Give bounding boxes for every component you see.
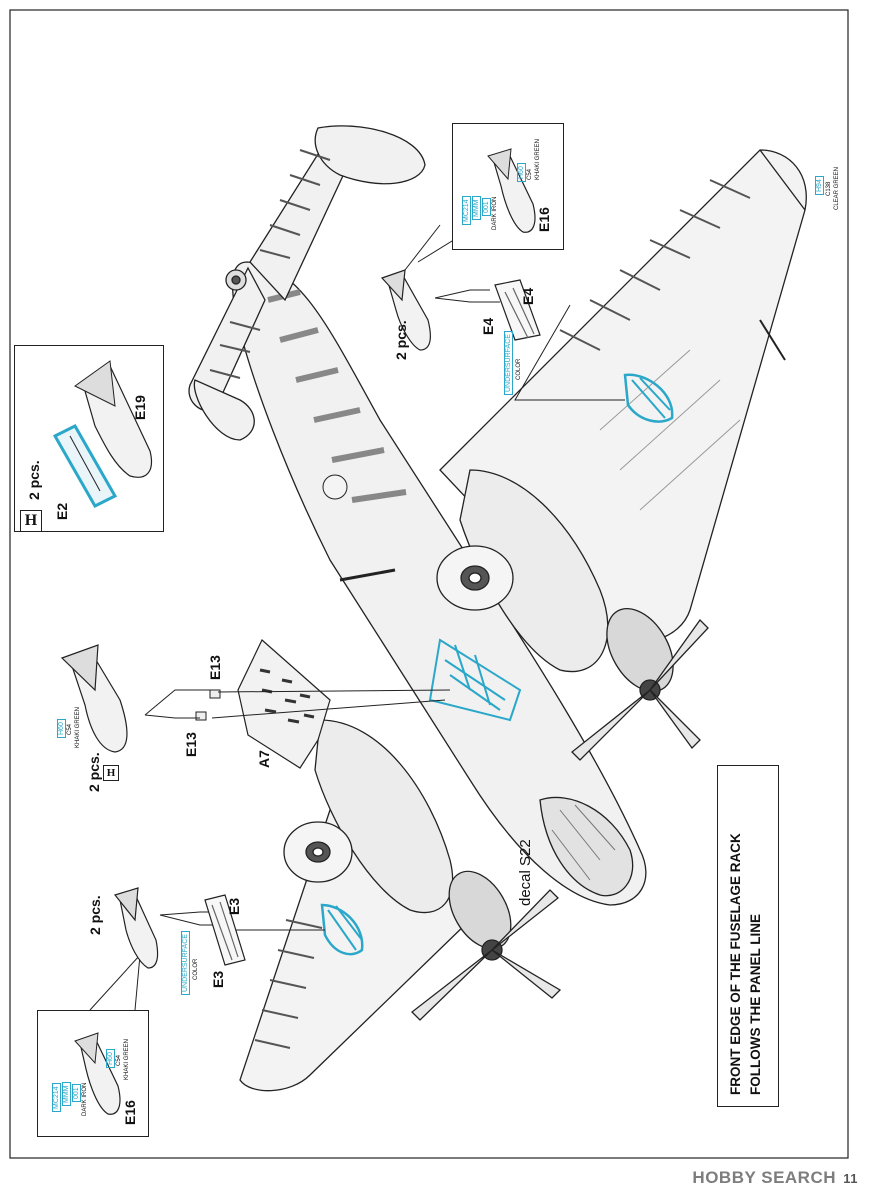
- label-pcs-low: 2 pcs.: [87, 895, 103, 935]
- label-a7: A7: [256, 750, 272, 768]
- label-e13-top: E13: [207, 655, 223, 680]
- fuselage-rack-highlight: [428, 638, 522, 722]
- code-mid-c2: C54: [67, 723, 73, 735]
- code-top-c1: H60: [517, 163, 526, 182]
- part-e13-bottom: [195, 711, 207, 721]
- label-part-e2: E2: [54, 502, 70, 520]
- code-top-d2: MMM: [472, 196, 481, 220]
- rack-low: [204, 894, 246, 966]
- detail-box-e16-top: [452, 123, 564, 250]
- label-decal-s22: decal S22: [517, 839, 534, 906]
- code-low-d1: MC214: [52, 1083, 61, 1112]
- undersurface-top-2: COLOR: [516, 358, 522, 380]
- aerial-mast: [339, 568, 396, 582]
- code-low-c3: KHAKI GREEN: [124, 1038, 130, 1080]
- undersurface-low: UNDERSURFACE: [181, 931, 190, 995]
- watermark: HOBBY SEARCH 11: [692, 1168, 858, 1188]
- note-line-1: FRONT EDGE OF THE FUSELAGE RACK: [728, 833, 743, 1095]
- dinghy-ring: [322, 474, 348, 500]
- code-top-d4: DARK IRON: [492, 196, 498, 230]
- bomb-detail-drawing: [52, 360, 152, 508]
- label-pcs-h: 2 pcs.: [26, 460, 42, 500]
- undersurface-top: UNDERSURFACE: [504, 331, 513, 395]
- label-pcs-mid: 2 pcs.: [86, 752, 102, 792]
- code-corner-c2: C138: [826, 181, 832, 196]
- page-number: 11: [843, 1171, 858, 1186]
- code-top-c3: KHAKI GREEN: [535, 138, 541, 180]
- note-box: [717, 765, 779, 1107]
- code-mid-c1: H60: [57, 719, 66, 738]
- bomb-e16-low-drawing: [74, 1032, 121, 1115]
- bomb-low: [113, 887, 159, 969]
- code-low-d3: 001: [72, 1084, 81, 1102]
- label-e3-b: E3: [210, 970, 226, 988]
- bomb-e16-drawing: [487, 148, 536, 233]
- code-low-d4: DARK IRON: [82, 1082, 88, 1116]
- mid-h-symbol: H: [103, 765, 119, 781]
- main-wheel-left: [283, 821, 353, 883]
- part-a7-plate: [237, 639, 331, 769]
- label-e16-top: E16: [536, 207, 552, 232]
- main-wheel-right: [436, 545, 514, 611]
- label-part-e19: E19: [132, 395, 148, 420]
- leader-lines: [60, 224, 625, 1011]
- note-line-2: FOLLOWS THE PANEL LINE: [748, 914, 763, 1095]
- detail-box-h: [14, 345, 164, 532]
- bomb-top: [380, 269, 431, 351]
- bomb-mid: [60, 644, 128, 753]
- label-e3-a: E3: [226, 897, 242, 915]
- watermark-text: HOBBY SEARCH: [692, 1168, 837, 1187]
- pitot-tube: [759, 319, 786, 361]
- label-e13-bottom: E13: [183, 732, 199, 757]
- code-corner-c3: CLEAR GREEN: [834, 166, 840, 210]
- tailplane: [188, 125, 426, 441]
- code-top-d3: 001: [482, 198, 491, 216]
- rack-top: [494, 279, 541, 341]
- page-frame: [9, 9, 849, 1159]
- label-pcs-top: 2 pcs.: [393, 320, 409, 360]
- code-top-c2: C54: [527, 168, 533, 180]
- code-low-d2: MMM: [62, 1082, 71, 1106]
- undersurface-low-2: COLOR: [193, 958, 199, 980]
- label-e4-b: E4: [520, 287, 536, 305]
- code-top-d1: MC214: [462, 196, 471, 225]
- label-e4-a: E4: [480, 317, 496, 335]
- part-e13-top: [209, 689, 221, 699]
- h-symbol: H: [20, 510, 42, 532]
- label-e16-low: E16: [122, 1100, 138, 1125]
- code-low-c2: C54: [116, 1054, 122, 1066]
- detail-box-e16-low: [37, 1010, 149, 1137]
- code-low-c1: H60: [106, 1049, 115, 1068]
- code-mid-c3: KHAKI GREEN: [75, 706, 81, 748]
- code-corner-c1: H94: [815, 176, 824, 195]
- engine-nacelle-right: [459, 469, 709, 761]
- engine-nacelle-left: [314, 719, 562, 1021]
